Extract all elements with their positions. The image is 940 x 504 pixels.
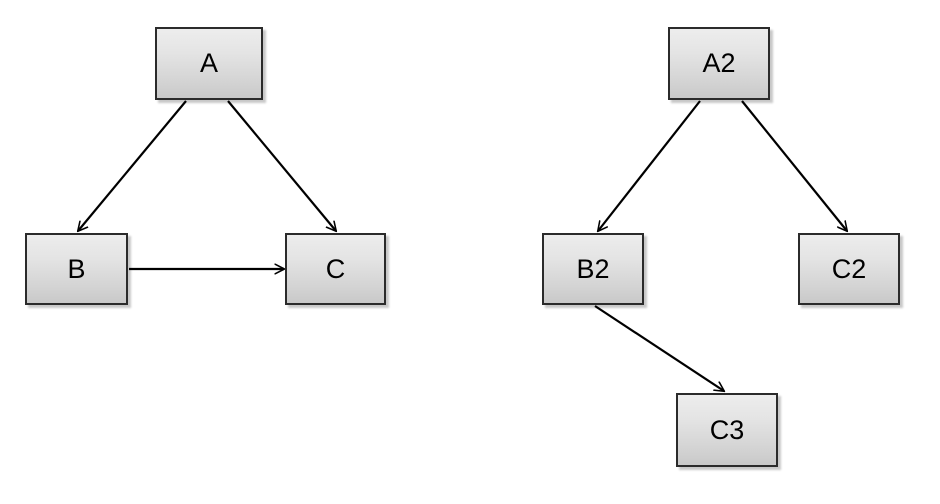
node-c3-label: C3: [709, 414, 745, 445]
node-c[interactable]: C: [285, 233, 386, 305]
node-a-label: A: [199, 48, 218, 78]
node-b[interactable]: B: [25, 233, 128, 305]
node-c2-label: C2: [831, 253, 867, 284]
edge-b2-to-c3[interactable]: [594, 305, 724, 391]
node-c2[interactable]: C2: [798, 233, 900, 305]
edge-a-to-c[interactable]: [227, 100, 336, 231]
node-a2-label: A2: [702, 48, 736, 78]
edge-a2-to-b2[interactable]: [598, 100, 701, 231]
node-c3[interactable]: C3: [676, 393, 778, 467]
node-a[interactable]: A: [155, 27, 263, 100]
edge-a2-to-c2[interactable]: [741, 100, 847, 231]
edge-a-to-b[interactable]: [78, 100, 187, 231]
node-b-label: B: [67, 253, 86, 284]
edge-group: [78, 100, 847, 391]
node-a2[interactable]: A2: [668, 27, 770, 100]
node-b2[interactable]: B2: [542, 233, 644, 305]
node-b2-label: B2: [576, 253, 610, 284]
node-c-label: C: [325, 253, 346, 284]
